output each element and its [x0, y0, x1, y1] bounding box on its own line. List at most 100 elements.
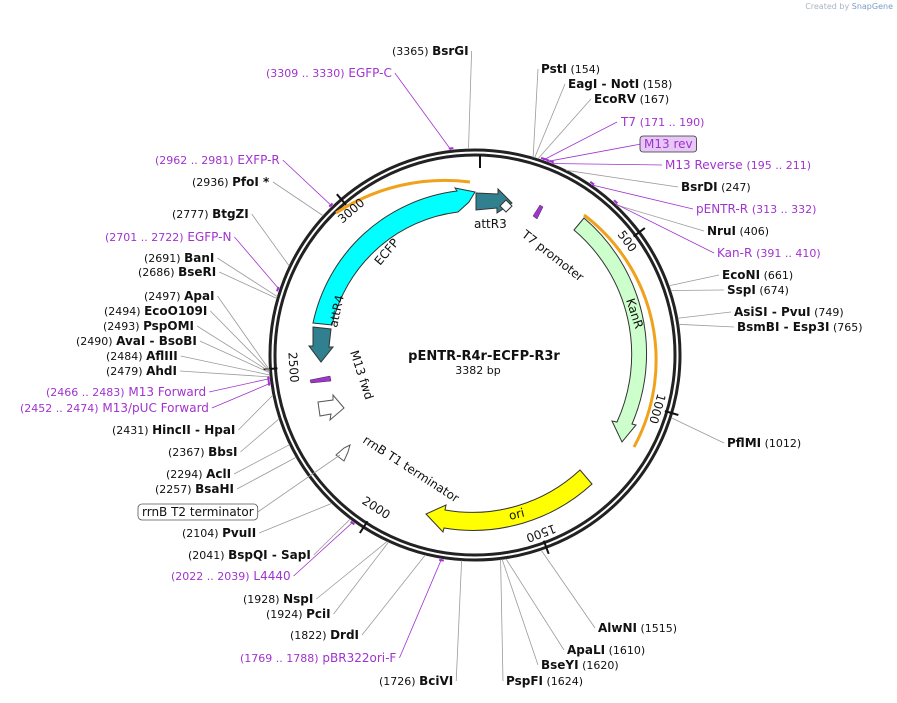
- enzyme-site[interactable]: (1822) DrdI: [290, 628, 359, 642]
- attr4-arrow: [309, 327, 333, 362]
- primer-label: (2452 .. 2474) M13/pUC Forward: [20, 401, 209, 415]
- enzyme-site[interactable]: (2294) AclI: [166, 467, 231, 481]
- enzyme-label: (1924) PciI: [266, 607, 331, 621]
- enzyme-label: BsrDI (247): [681, 180, 751, 194]
- enzyme-site[interactable]: (2431) HincII - HpaI: [112, 423, 235, 437]
- rrnb-t2-label-box[interactable]: rrnB T2 terminator: [138, 504, 258, 520]
- enzyme-site[interactable]: (1924) PciI: [266, 607, 331, 621]
- primer-label: pENTR-R (313 .. 332): [696, 202, 816, 216]
- enzyme-label: NruI (406): [707, 224, 769, 238]
- enzyme-label: (2936) PfoI *: [192, 175, 270, 189]
- enzyme-site[interactable]: (2777) BtgZI: [172, 207, 249, 221]
- enzyme-site[interactable]: SspI (674): [727, 283, 789, 297]
- enzyme-label: (2104) PvuII: [182, 526, 256, 540]
- primer-site[interactable]: pENTR-R (313 .. 332): [696, 202, 816, 216]
- enzyme-site[interactable]: EagI - NotI (158): [568, 77, 672, 91]
- enzyme-label: (2257) BsaHI: [155, 482, 234, 496]
- enzyme-site[interactable]: AlwNI (1515): [598, 621, 677, 635]
- enzyme-label: AsiSI - PvuI (749): [734, 305, 844, 319]
- rrnb-t2-arrow: [336, 445, 350, 461]
- primer-site[interactable]: (2022 .. 2039) L4440: [171, 569, 291, 583]
- enzyme-site[interactable]: (2490) AvaI - BsoBI: [76, 334, 197, 348]
- enzyme-site[interactable]: (2686) BseRI: [138, 265, 216, 279]
- enzyme-site[interactable]: (2041) BspQI - SapI: [188, 548, 311, 562]
- primer-site[interactable]: (2466 .. 2483) M13 Forward: [46, 385, 206, 399]
- primer-label: (3309 .. 3330) EGFP-C: [266, 66, 392, 80]
- enzyme-label: ApaLI (1610): [567, 643, 645, 657]
- enzyme-label: (1928) NspI: [243, 592, 313, 606]
- enzyme-site[interactable]: (3365) BsrGI: [392, 44, 469, 58]
- tick-label: 2000: [360, 494, 393, 522]
- primer-label: T7 (171 .. 190): [620, 115, 704, 129]
- enzyme-site[interactable]: (2104) PvuII: [182, 526, 256, 540]
- enzyme-label: (2431) HincII - HpaI: [112, 423, 235, 437]
- enzyme-site[interactable]: PspFI (1624): [506, 674, 583, 688]
- enzyme-site[interactable]: EcoRV (167): [594, 92, 669, 106]
- enzyme-site[interactable]: BseYI (1620): [541, 658, 619, 672]
- enzyme-site[interactable]: (2367) BbsI: [168, 445, 237, 459]
- primer-site[interactable]: (2962 .. 2981) EXFP-R: [155, 153, 280, 167]
- primer-site[interactable]: (1769 .. 1788) pBR322ori-F: [240, 651, 396, 665]
- enzyme-label: (2367) BbsI: [168, 445, 237, 459]
- enzyme-site[interactable]: AsiSI - PvuI (749): [734, 305, 844, 319]
- enzyme-site[interactable]: BsmBI - Esp3I (765): [737, 320, 863, 334]
- snapgene-logo: SnapGene: [852, 2, 893, 11]
- primer-label: Kan-R (391 .. 410): [717, 246, 821, 260]
- credit: Created by SnapGene: [805, 2, 893, 11]
- primer-label: (2022 .. 2039) L4440: [171, 569, 291, 583]
- enzyme-label: EcoRV (167): [594, 92, 669, 106]
- enzyme-site[interactable]: ApaLI (1610): [567, 643, 645, 657]
- enzyme-site[interactable]: (2691) BanI: [144, 251, 214, 265]
- feature-attr3: attR3: [474, 217, 507, 231]
- primer-label: (2466 .. 2483) M13 Forward: [46, 385, 206, 399]
- enzyme-site[interactable]: BsrDI (247): [681, 180, 751, 194]
- enzyme-label: (2479) AhdI: [106, 364, 177, 378]
- enzyme-site[interactable]: (2257) BsaHI: [155, 482, 234, 496]
- enzyme-label: BsmBI - Esp3I (765): [737, 320, 863, 334]
- feature-rrnb-t1: rrnB T1 terminator: [360, 433, 461, 506]
- enzyme-label: (1822) DrdI: [290, 628, 359, 642]
- primer-label: (1769 .. 1788) pBR322ori-F: [240, 651, 396, 665]
- primer-label: M13 Reverse (195 .. 211): [665, 158, 811, 172]
- enzyme-site[interactable]: (2494) EcoO109I: [104, 304, 207, 318]
- primer-site[interactable]: M13 rev: [640, 136, 697, 152]
- enzyme-site[interactable]: NruI (406): [707, 224, 769, 238]
- enzyme-site[interactable]: (2936) PfoI *: [192, 175, 270, 189]
- enzyme-site[interactable]: (2497) ApaI: [144, 289, 215, 303]
- enzyme-site[interactable]: PflMI (1012): [727, 436, 801, 450]
- enzyme-label: (2777) BtgZI: [172, 207, 249, 221]
- enzyme-label: (2497) ApaI: [144, 289, 215, 303]
- enzyme-label: PflMI (1012): [727, 436, 801, 450]
- enzyme-site[interactable]: (1726) BciVI: [379, 674, 453, 688]
- enzyme-label: (2686) BseRI: [138, 265, 216, 279]
- enzyme-label: PspFI (1624): [506, 674, 583, 688]
- enzyme-label: PstI (154): [541, 62, 600, 76]
- primer-site[interactable]: M13 Reverse (195 .. 211): [665, 158, 811, 172]
- enzyme-label: (2691) BanI: [144, 251, 214, 265]
- enzyme-label: (1726) BciVI: [379, 674, 453, 688]
- enzyme-site[interactable]: (1928) NspI: [243, 592, 313, 606]
- enzyme-site[interactable]: (2493) PspOMI: [103, 319, 194, 333]
- enzyme-label: BseYI (1620): [541, 658, 619, 672]
- kanr-arrow: [574, 218, 647, 442]
- primer-label: (2962 .. 2981) EXFP-R: [155, 153, 280, 167]
- feature-t7-promoter: T7 promoter: [518, 227, 586, 285]
- primer-site[interactable]: T7 (171 .. 190): [620, 115, 704, 129]
- enzyme-site[interactable]: (2484) AflIII: [106, 349, 178, 363]
- primer-site[interactable]: (2701 .. 2722) EGFP-N: [105, 230, 231, 244]
- tick-label: 1500: [524, 521, 558, 545]
- enzyme-site[interactable]: PstI (154): [541, 62, 600, 76]
- primer-site[interactable]: Kan-R (391 .. 410): [717, 246, 821, 260]
- enzyme-label: (2294) AclI: [166, 467, 231, 481]
- rrnb-t1-arrow: [318, 395, 344, 420]
- m13-rev-primer-mark: [533, 205, 543, 219]
- plasmid-length: 3382 bp: [455, 364, 500, 377]
- primer-site[interactable]: (3309 .. 3330) EGFP-C: [266, 66, 392, 80]
- primer-site[interactable]: (2452 .. 2474) M13/pUC Forward: [20, 401, 209, 415]
- primer-label: M13 rev: [644, 137, 693, 151]
- enzyme-label: (2494) EcoO109I: [104, 304, 207, 318]
- enzyme-site[interactable]: EcoNI (661): [722, 268, 793, 282]
- enzyme-site[interactable]: (2479) AhdI: [106, 364, 177, 378]
